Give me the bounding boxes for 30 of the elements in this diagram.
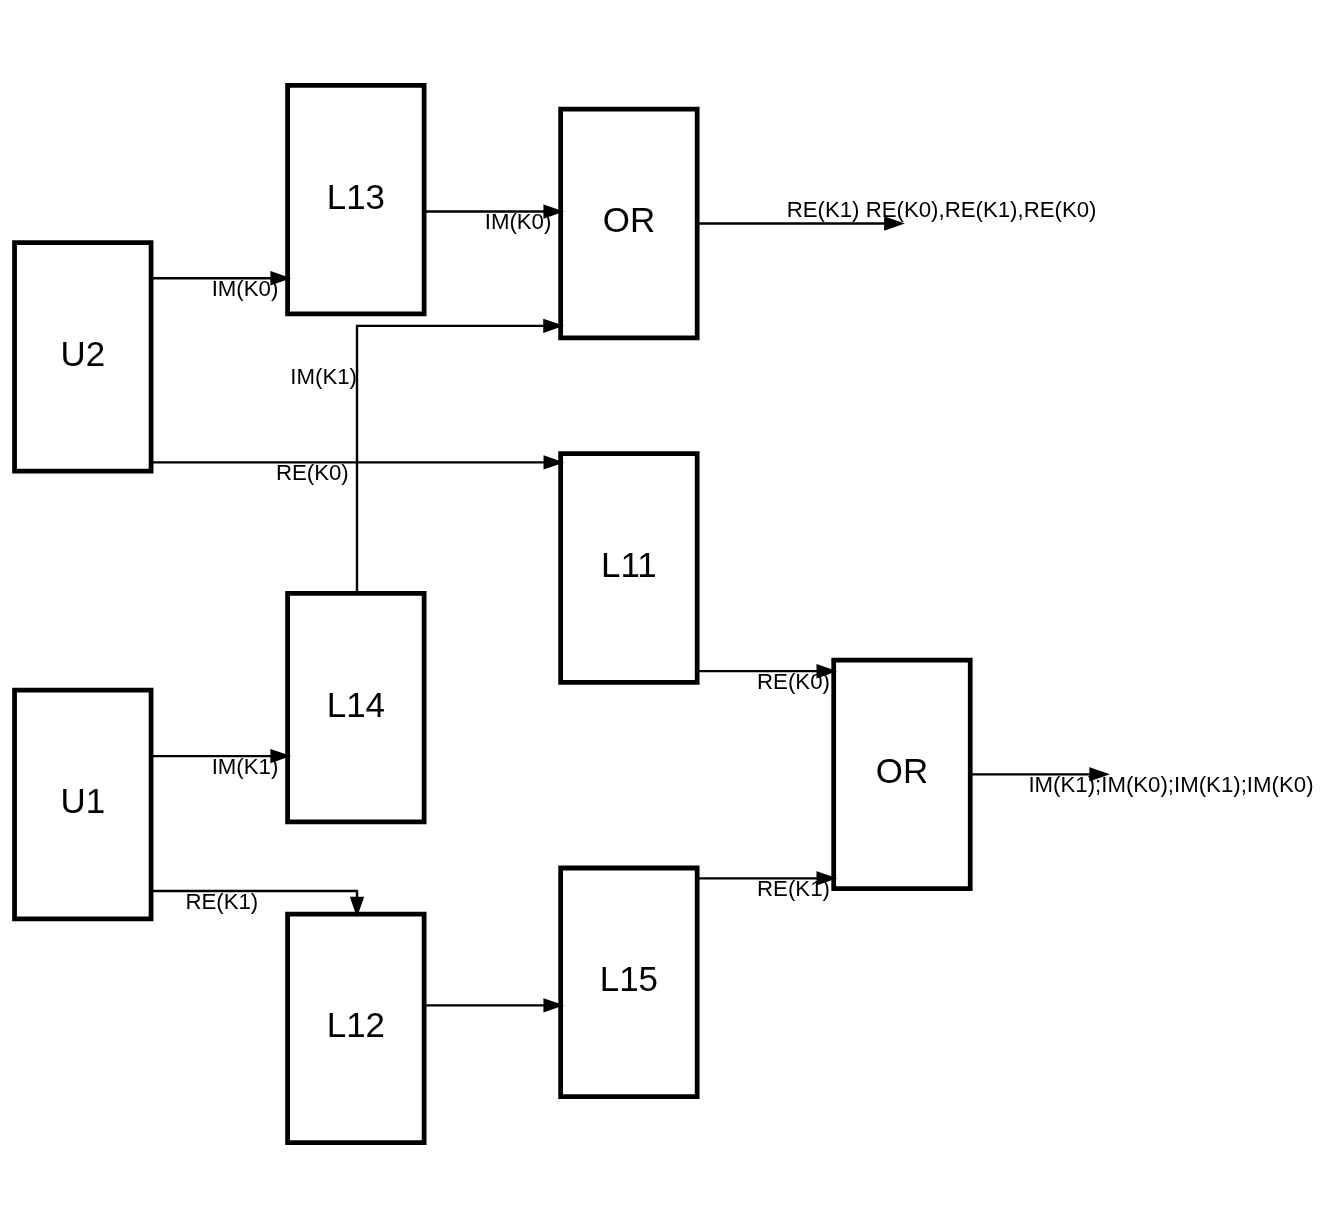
edge-label: IM(K1);IM(K0);IM(K1);IM(K0) [1028, 771, 1314, 797]
edge-label: RE(K0) [757, 668, 830, 694]
arrow [970, 766, 1111, 782]
edge-label: IM(K0) [211, 275, 279, 301]
node-box: L13 [285, 82, 427, 316]
edge-label: RE(K1) [185, 888, 259, 914]
node-box: U1 [12, 687, 154, 921]
edge-label: RE(K0) [275, 459, 349, 485]
node-box: L14 [285, 590, 427, 824]
arrow [151, 889, 365, 917]
arrow [424, 203, 565, 219]
node-box: L11 [558, 450, 700, 685]
node-box: L15 [558, 865, 700, 1099]
arrow [151, 748, 292, 763]
arrow [151, 270, 292, 285]
edge-label: IM(K1) [211, 753, 279, 779]
edge-label: IM(K0) [484, 208, 552, 234]
edge-label: RE(K1) [757, 875, 830, 901]
arrow [355, 318, 564, 593]
arrow [697, 870, 838, 886]
node-box: U2 [12, 239, 154, 473]
node-box: OR [558, 106, 700, 340]
node-box: OR [831, 657, 973, 891]
edge-label: IM(K1) [290, 363, 357, 389]
arrow [697, 663, 838, 678]
arrow [424, 997, 565, 1013]
node-box: L12 [285, 911, 427, 1145]
arrow [151, 454, 565, 470]
arrow [697, 215, 905, 231]
edge-label: RE(K1) RE(K0),RE(K1),RE(K0) [786, 196, 1097, 222]
